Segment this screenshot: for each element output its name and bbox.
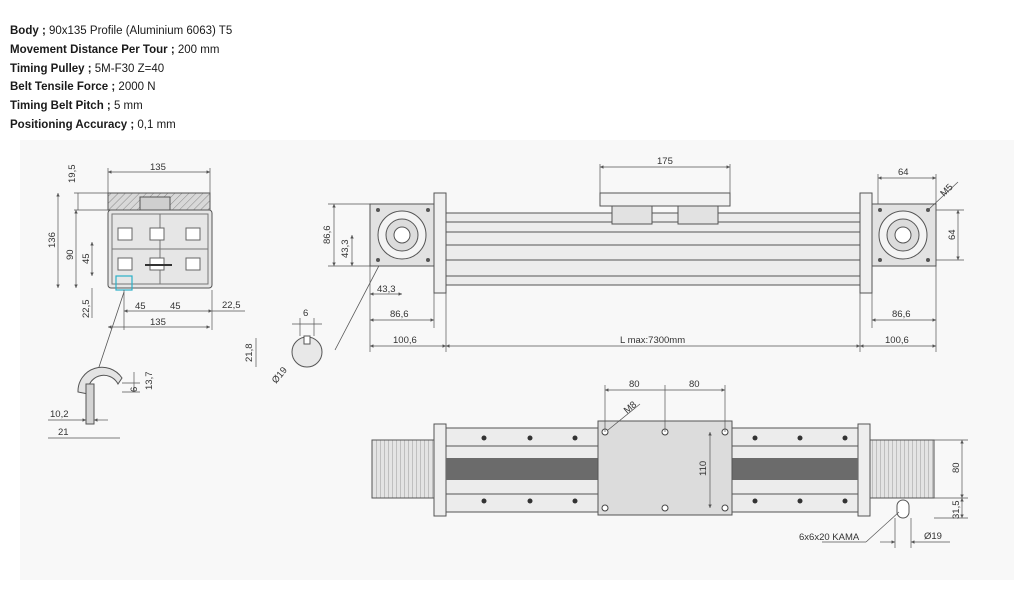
dim-21: 21 bbox=[58, 427, 69, 438]
key-slot bbox=[303, 335, 311, 345]
dim-136: 136 bbox=[47, 232, 58, 248]
front-view-dimensions: 86,6 43,3 43,3 86,6 100,6 175 L max:7300… bbox=[322, 156, 964, 352]
dim-31-5: 31,5 bbox=[951, 501, 962, 520]
dim-86-6-vertical: 86,6 bbox=[322, 226, 333, 245]
shaft-detail: 6 21,8 Ø19 bbox=[244, 234, 396, 386]
dim-80-a: 80 bbox=[629, 379, 640, 390]
dim-64-vertical: 64 bbox=[947, 229, 958, 240]
spec-timing-belt-pitch: Timing Belt Pitch ; 5 mm bbox=[10, 100, 143, 113]
dim-43-3-vertical: 43,3 bbox=[340, 240, 351, 259]
top-view bbox=[371, 420, 935, 519]
dim-80-vertical: 80 bbox=[951, 462, 962, 473]
specifications-list: Body ; 90x135 Profile (Aluminium 6063) T… bbox=[10, 22, 232, 135]
spec-movement-distance: Movement Distance Per Tour ; 200 mm bbox=[10, 43, 220, 56]
dim-90: 90 bbox=[65, 249, 76, 260]
dim-45-a: 45 bbox=[135, 301, 146, 312]
dim-80-b: 80 bbox=[689, 379, 700, 390]
dim-6-key: 6 bbox=[303, 308, 308, 319]
dim-19-5: 19,5 bbox=[67, 165, 78, 184]
spec-timing-pulley: Timing Pulley ; 5M-F30 Z=40 bbox=[10, 62, 165, 75]
dim-19-bottom: Ø19 bbox=[924, 531, 942, 542]
right-pulley-shaft bbox=[894, 226, 912, 244]
dim-110: 110 bbox=[698, 461, 709, 476]
dim-6-slot: 6 bbox=[129, 387, 140, 392]
profile-cross-section bbox=[107, 192, 213, 291]
dim-22-5-horizontal: 22,5 bbox=[222, 300, 241, 311]
dim-86-6-left: 86,6 bbox=[390, 309, 409, 320]
dim-10-2: 10,2 bbox=[50, 409, 69, 420]
front-view bbox=[369, 192, 937, 294]
profile-body-front bbox=[439, 212, 861, 286]
shaft-keyway bbox=[896, 499, 910, 519]
label-kama: 6x6x20 KAMA bbox=[799, 532, 860, 543]
carriage-block-right bbox=[677, 205, 719, 225]
spec-belt-tensile-force: Belt Tensile Force ; 2000 N bbox=[10, 81, 156, 94]
dim-13-7: 13,7 bbox=[144, 372, 155, 391]
dim-86-6-right: 86,6 bbox=[892, 309, 911, 320]
carriage-plate-front bbox=[599, 192, 731, 207]
cross-section-dimensions: 135 19,5 136 90 45 22,5 45 45 22,5 135 bbox=[47, 162, 245, 330]
slot-detail-profile bbox=[77, 366, 123, 395]
dim-175: 175 bbox=[657, 156, 673, 167]
top-view-dimensions: 80 80 M8 110 80 31,5 6x6x20 KAMA Ø19 bbox=[604, 379, 968, 548]
dim-135-top: 135 bbox=[150, 162, 166, 173]
spec-body: Body ; 90x135 Profile (Aluminium 6063) T… bbox=[10, 25, 233, 37]
dim-135-bottom: 135 bbox=[150, 317, 166, 328]
dim-100-6-right: 100,6 bbox=[885, 335, 909, 346]
dim-21-8: 21,8 bbox=[244, 344, 255, 363]
carriage-block-left bbox=[611, 205, 653, 225]
left-pulley-shaft bbox=[393, 226, 411, 244]
dim-45-vertical: 45 bbox=[81, 253, 92, 264]
dim-100-6-left: 100,6 bbox=[393, 335, 417, 346]
dim-43-3-horizontal: 43,3 bbox=[377, 284, 396, 295]
dim-22-5-vertical: 22,5 bbox=[81, 300, 92, 319]
spec-positioning-accuracy: Positioning Accuracy ; 0,1 mm bbox=[10, 118, 176, 131]
slot-detail: 13,7 6 10,2 21 bbox=[48, 291, 155, 439]
dim-l-max: L max:7300mm bbox=[620, 335, 685, 346]
dim-64-horizontal: 64 bbox=[898, 167, 909, 178]
left-gearbox-fins bbox=[371, 439, 439, 499]
right-gearbox-fins bbox=[867, 439, 935, 499]
dim-45-b: 45 bbox=[170, 301, 181, 312]
